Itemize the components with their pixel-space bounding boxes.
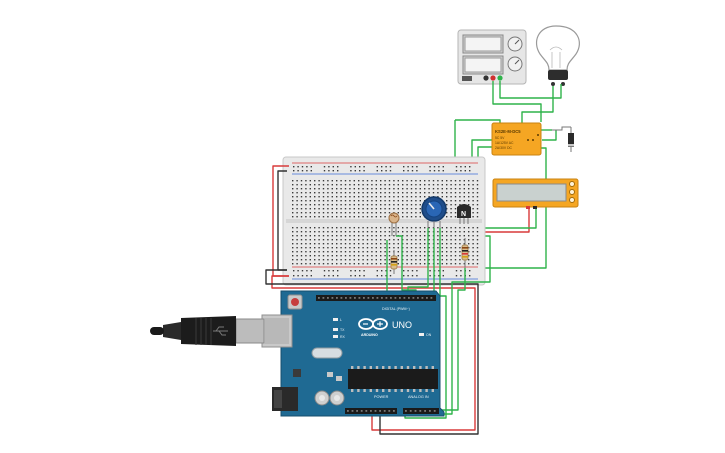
breadboard[interactable] [282,156,486,286]
rx-led-label: RX [340,335,346,339]
photoresistor[interactable] [388,212,400,236]
positive-terminal[interactable] [490,75,496,81]
l-led-label: L [340,318,342,322]
lcd-display-module[interactable] [492,178,579,209]
power-switch[interactable] [462,76,472,81]
usb-cable [150,316,265,346]
relay-spec-2: 1A/125V AC [495,141,514,145]
crystal-oscillator [311,347,343,359]
resistor-photoresistor[interactable] [390,250,398,274]
arduino-uno-board[interactable]: DIGITAL (PWM~) L TX RX ON UNO ARDUINO [261,290,445,417]
digital-label: DIGITAL (PWM~) [382,307,410,311]
model-label: UNO [392,320,412,330]
relay-spec-1: 5C 5V [495,136,505,140]
relay-title: KS2E-M-DC5 [495,129,521,134]
transistor-label: N [461,211,466,218]
arduino-logo-icon [358,318,388,330]
brand-label: ARDUINO [361,333,378,337]
analog-label: ANALOG IN [408,395,429,399]
power-supply[interactable] [457,29,527,85]
atmega-chip [348,369,438,389]
breadboard-holes [292,166,479,277]
tx-led-label: TX [340,328,345,332]
lcd-screen [496,183,567,202]
power-label: POWER [374,395,389,399]
light-bulb[interactable] [535,25,580,86]
diode[interactable] [552,126,574,152]
npn-transistor[interactable]: N [457,204,471,224]
relay-module[interactable]: KS2E-M-DC5 5C 5V 1A/125V AC 2A/30V DC [491,122,542,156]
bulb-socket [548,70,568,80]
current-display [464,57,502,73]
digital-header[interactable] [316,295,436,301]
ground-terminal[interactable] [483,75,489,81]
resistor-transistor[interactable] [461,238,469,268]
on-led-label: ON [426,333,432,337]
earth-terminal[interactable] [497,75,503,81]
potentiometer[interactable] [421,196,447,228]
usb-symbol-icon [213,326,228,336]
reset-button-cap[interactable] [291,298,299,306]
relay-spec-3: 2A/30V DC [495,146,513,150]
voltage-display [464,36,502,52]
